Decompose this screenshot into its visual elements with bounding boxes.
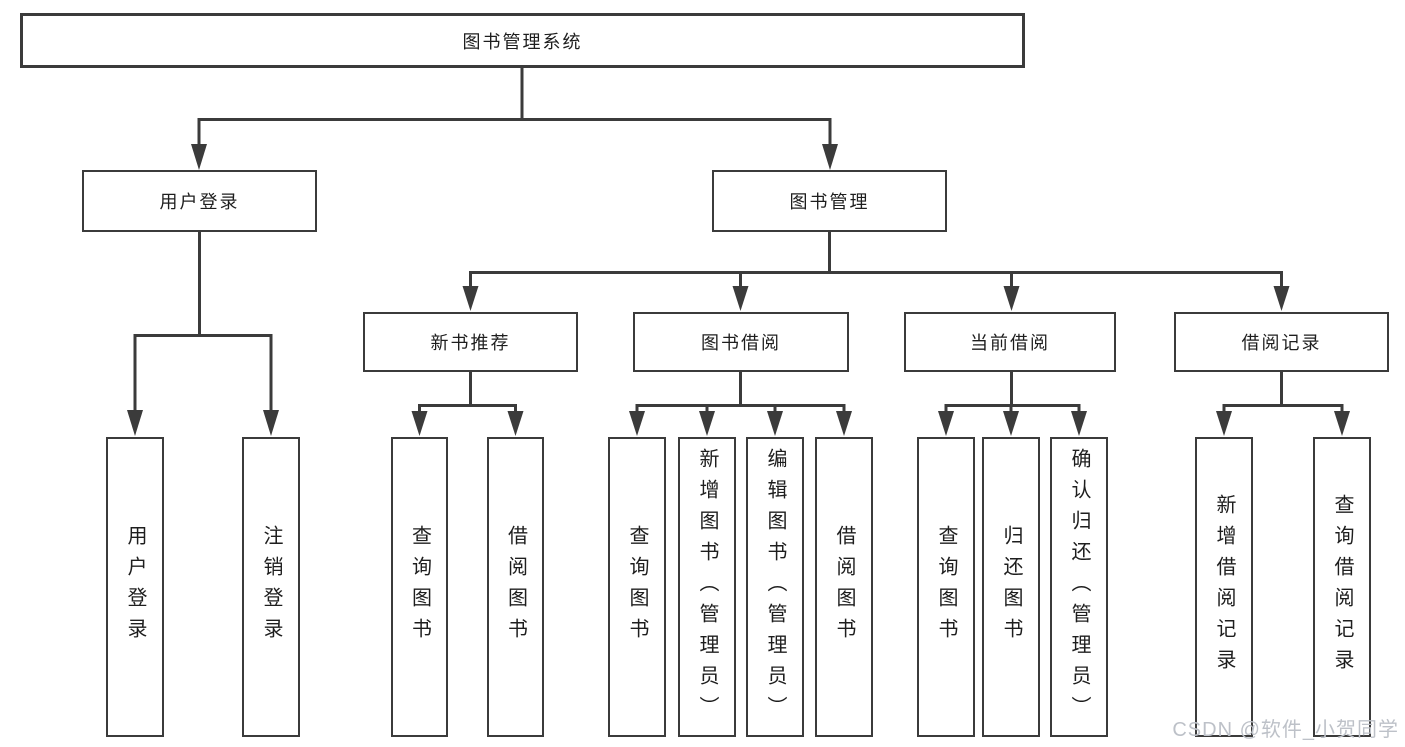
leaf-query-borrow-record: 查询借阅记录	[1313, 437, 1371, 737]
leaf-add-books-admin: 新增图书（管理员）	[678, 437, 736, 737]
leaf-query-books-borrow: 查询图书	[608, 437, 666, 737]
leaf-label: 注销登录	[260, 525, 282, 649]
leaf-logout: 注销登录	[242, 437, 300, 737]
csdn-watermark: CSDN @软件_小贺同学	[1172, 719, 1399, 741]
leaf-add-borrow-record: 新增借阅记录	[1195, 437, 1253, 737]
leaf-borrow-books-recommend: 借阅图书	[487, 437, 544, 737]
node-new-book-recommend: 新书推荐	[363, 312, 578, 372]
leaf-label: 查询图书	[408, 525, 431, 649]
node-book-borrow: 图书借阅	[633, 312, 849, 372]
node-current-borrow: 当前借阅	[904, 312, 1116, 372]
leaf-label: 查询借阅记录	[1331, 494, 1353, 680]
node-library-system: 图书管理系统	[20, 13, 1025, 68]
leaf-label: 借阅图书	[504, 525, 527, 649]
leaf-label: 归还图书	[1000, 525, 1022, 649]
leaf-label: 新增图书（管理员）	[696, 447, 718, 727]
leaf-label: 借阅图书	[833, 525, 855, 649]
leaf-label: 查询图书	[626, 525, 648, 649]
leaf-query-books-current: 查询图书	[917, 437, 975, 737]
node-book-management-module: 图书管理	[712, 170, 947, 232]
node-borrow-records: 借阅记录	[1174, 312, 1389, 372]
leaf-label: 查询图书	[935, 525, 957, 649]
leaf-label: 确认归还（管理员）	[1068, 447, 1090, 727]
leaf-borrow-books: 借阅图书	[815, 437, 873, 737]
leaf-label: 用户登录	[124, 525, 146, 649]
leaf-label: 编辑图书（管理员）	[764, 447, 786, 727]
leaf-edit-books-admin: 编辑图书（管理员）	[746, 437, 804, 737]
leaf-confirm-return-admin: 确认归还（管理员）	[1050, 437, 1108, 737]
leaf-label: 新增借阅记录	[1213, 494, 1235, 680]
leaf-user-login: 用户登录	[106, 437, 164, 737]
node-user-login-module: 用户登录	[82, 170, 317, 232]
leaf-query-books-recommend: 查询图书	[391, 437, 448, 737]
leaf-return-books: 归还图书	[982, 437, 1040, 737]
